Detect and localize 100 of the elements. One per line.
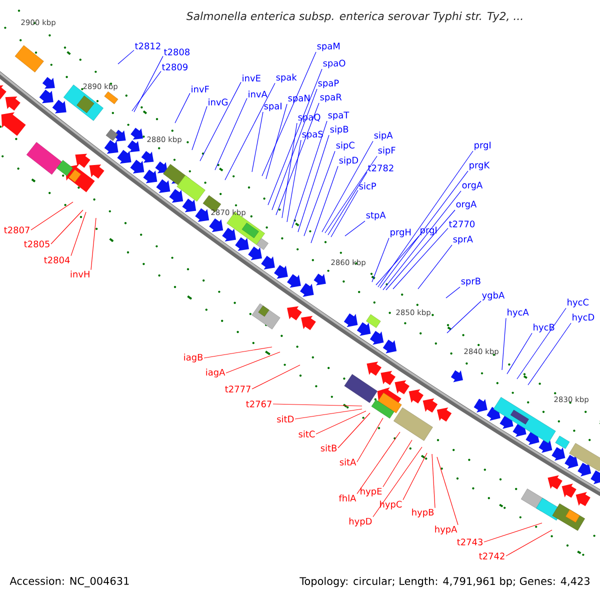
gene-label: hycC: [568, 298, 589, 308]
leader-line: [262, 52, 316, 176]
leader-line: [392, 228, 448, 290]
gene-label: hycD: [572, 314, 594, 322]
leader-line: [528, 322, 572, 386]
leader-line: [304, 150, 336, 236]
leader-line: [402, 452, 428, 500]
gene-label: hypA: [435, 526, 458, 534]
gene-label: spaR: [320, 94, 342, 102]
gene-label: t2742: [479, 552, 504, 560]
title: Salmonella enterica subsp. enterica serovar Typhi str. Ty2, ...: [186, 12, 522, 22]
leader-line: [276, 102, 320, 216]
leader-line: [516, 308, 566, 380]
leader-line: [316, 410, 366, 434]
gene-label: t2770: [449, 220, 475, 228]
gene-label: prgH: [390, 228, 411, 238]
leader-line: [226, 352, 280, 374]
footer-text: Accession: NC_004631: [10, 576, 129, 588]
gene-label: sipA: [374, 132, 393, 140]
leader-line: [268, 68, 322, 206]
gene-label: spaM: [317, 42, 340, 52]
gene-label: spaO: [323, 60, 346, 68]
leader-line: [506, 530, 552, 556]
gene-label: t2777: [225, 386, 250, 392]
leader-line: [118, 50, 134, 64]
gene-label: spaI: [264, 102, 282, 112]
gene-label: spaP: [318, 80, 339, 88]
leader-line: [286, 140, 302, 222]
gene-label: sitC: [298, 430, 315, 438]
gene-label: sipC: [336, 142, 354, 150]
gene-label: invA: [248, 90, 268, 98]
gene-label: orgA: [456, 200, 477, 210]
leader-line: [192, 106, 208, 150]
leader-line: [200, 82, 242, 162]
leader-line: [432, 454, 436, 508]
gene-label: invE: [242, 74, 260, 82]
leader-line: [224, 82, 276, 180]
gene-label: spaT: [328, 112, 350, 120]
leader-line: [418, 244, 452, 290]
footer-text: Topology: circular; Length: 4,791,961 bp; Genes: 4,423: [300, 576, 590, 588]
leader-line: [282, 122, 298, 218]
leader-line: [310, 166, 338, 244]
gene-label: stpA: [366, 212, 386, 220]
leader-line: [174, 92, 190, 124]
gene-label: hypD: [349, 518, 372, 526]
leader-line: [298, 134, 330, 232]
gene-label: fhlA: [338, 494, 356, 502]
gene-label: prgI: [474, 142, 490, 150]
gene-label: invH: [70, 270, 90, 278]
leader-line: [376, 236, 420, 286]
gene-label: t2812: [135, 42, 160, 50]
gene-label: t2804: [44, 256, 70, 264]
gene-label: sipF: [378, 146, 396, 156]
gene-label: hypE: [360, 488, 382, 496]
leader-line: [382, 190, 462, 290]
leader-line: [380, 170, 468, 288]
gene-label: t2805: [24, 240, 50, 248]
gene-label: invF: [192, 86, 209, 92]
leader-line: [252, 112, 264, 172]
leader-line: [50, 210, 84, 244]
gene-label: t2767: [246, 400, 272, 408]
leader-line: [294, 408, 362, 420]
gene-label: iagA: [206, 368, 226, 378]
gene-label: iagB: [184, 354, 203, 362]
gene-label: sprA: [453, 236, 473, 244]
leader-line: [344, 220, 366, 236]
gene-label: prgK: [470, 162, 490, 170]
leader-line: [292, 120, 328, 228]
gene-label: sitB: [320, 444, 337, 452]
leader-line: [338, 412, 370, 448]
leader-line: [484, 522, 542, 542]
leader-line: [328, 172, 368, 236]
gene-label: t2782: [368, 164, 394, 172]
leader-line: [372, 238, 390, 282]
gene-label: t2743: [457, 538, 482, 546]
leader-line: [372, 446, 422, 518]
leader-line: [382, 440, 412, 488]
gene-label: spak: [276, 74, 297, 82]
gene-label: sprB: [461, 278, 480, 286]
leader-line: [266, 104, 288, 180]
leader-line: [324, 156, 378, 234]
leader-line: [356, 432, 400, 494]
leader-line: [204, 346, 272, 358]
gene-label: orgA: [462, 182, 483, 190]
gene-label: t2809: [162, 64, 188, 70]
gene-label: hypC: [380, 500, 402, 510]
leader-line: [446, 300, 482, 334]
leader-line: [446, 286, 460, 298]
leader-line: [272, 404, 362, 406]
leader-line: [134, 56, 164, 112]
gene-label: invG: [208, 98, 228, 106]
gene-label: sipD: [339, 156, 358, 166]
leader-line: [356, 418, 384, 462]
leader-line: [330, 190, 358, 238]
gene-label: sitD: [277, 416, 294, 422]
leader-line: [322, 140, 374, 232]
leader-line: [30, 202, 74, 230]
leader-line: [214, 98, 248, 170]
leader-line: [502, 318, 506, 370]
gene-label: hypB: [412, 508, 434, 518]
